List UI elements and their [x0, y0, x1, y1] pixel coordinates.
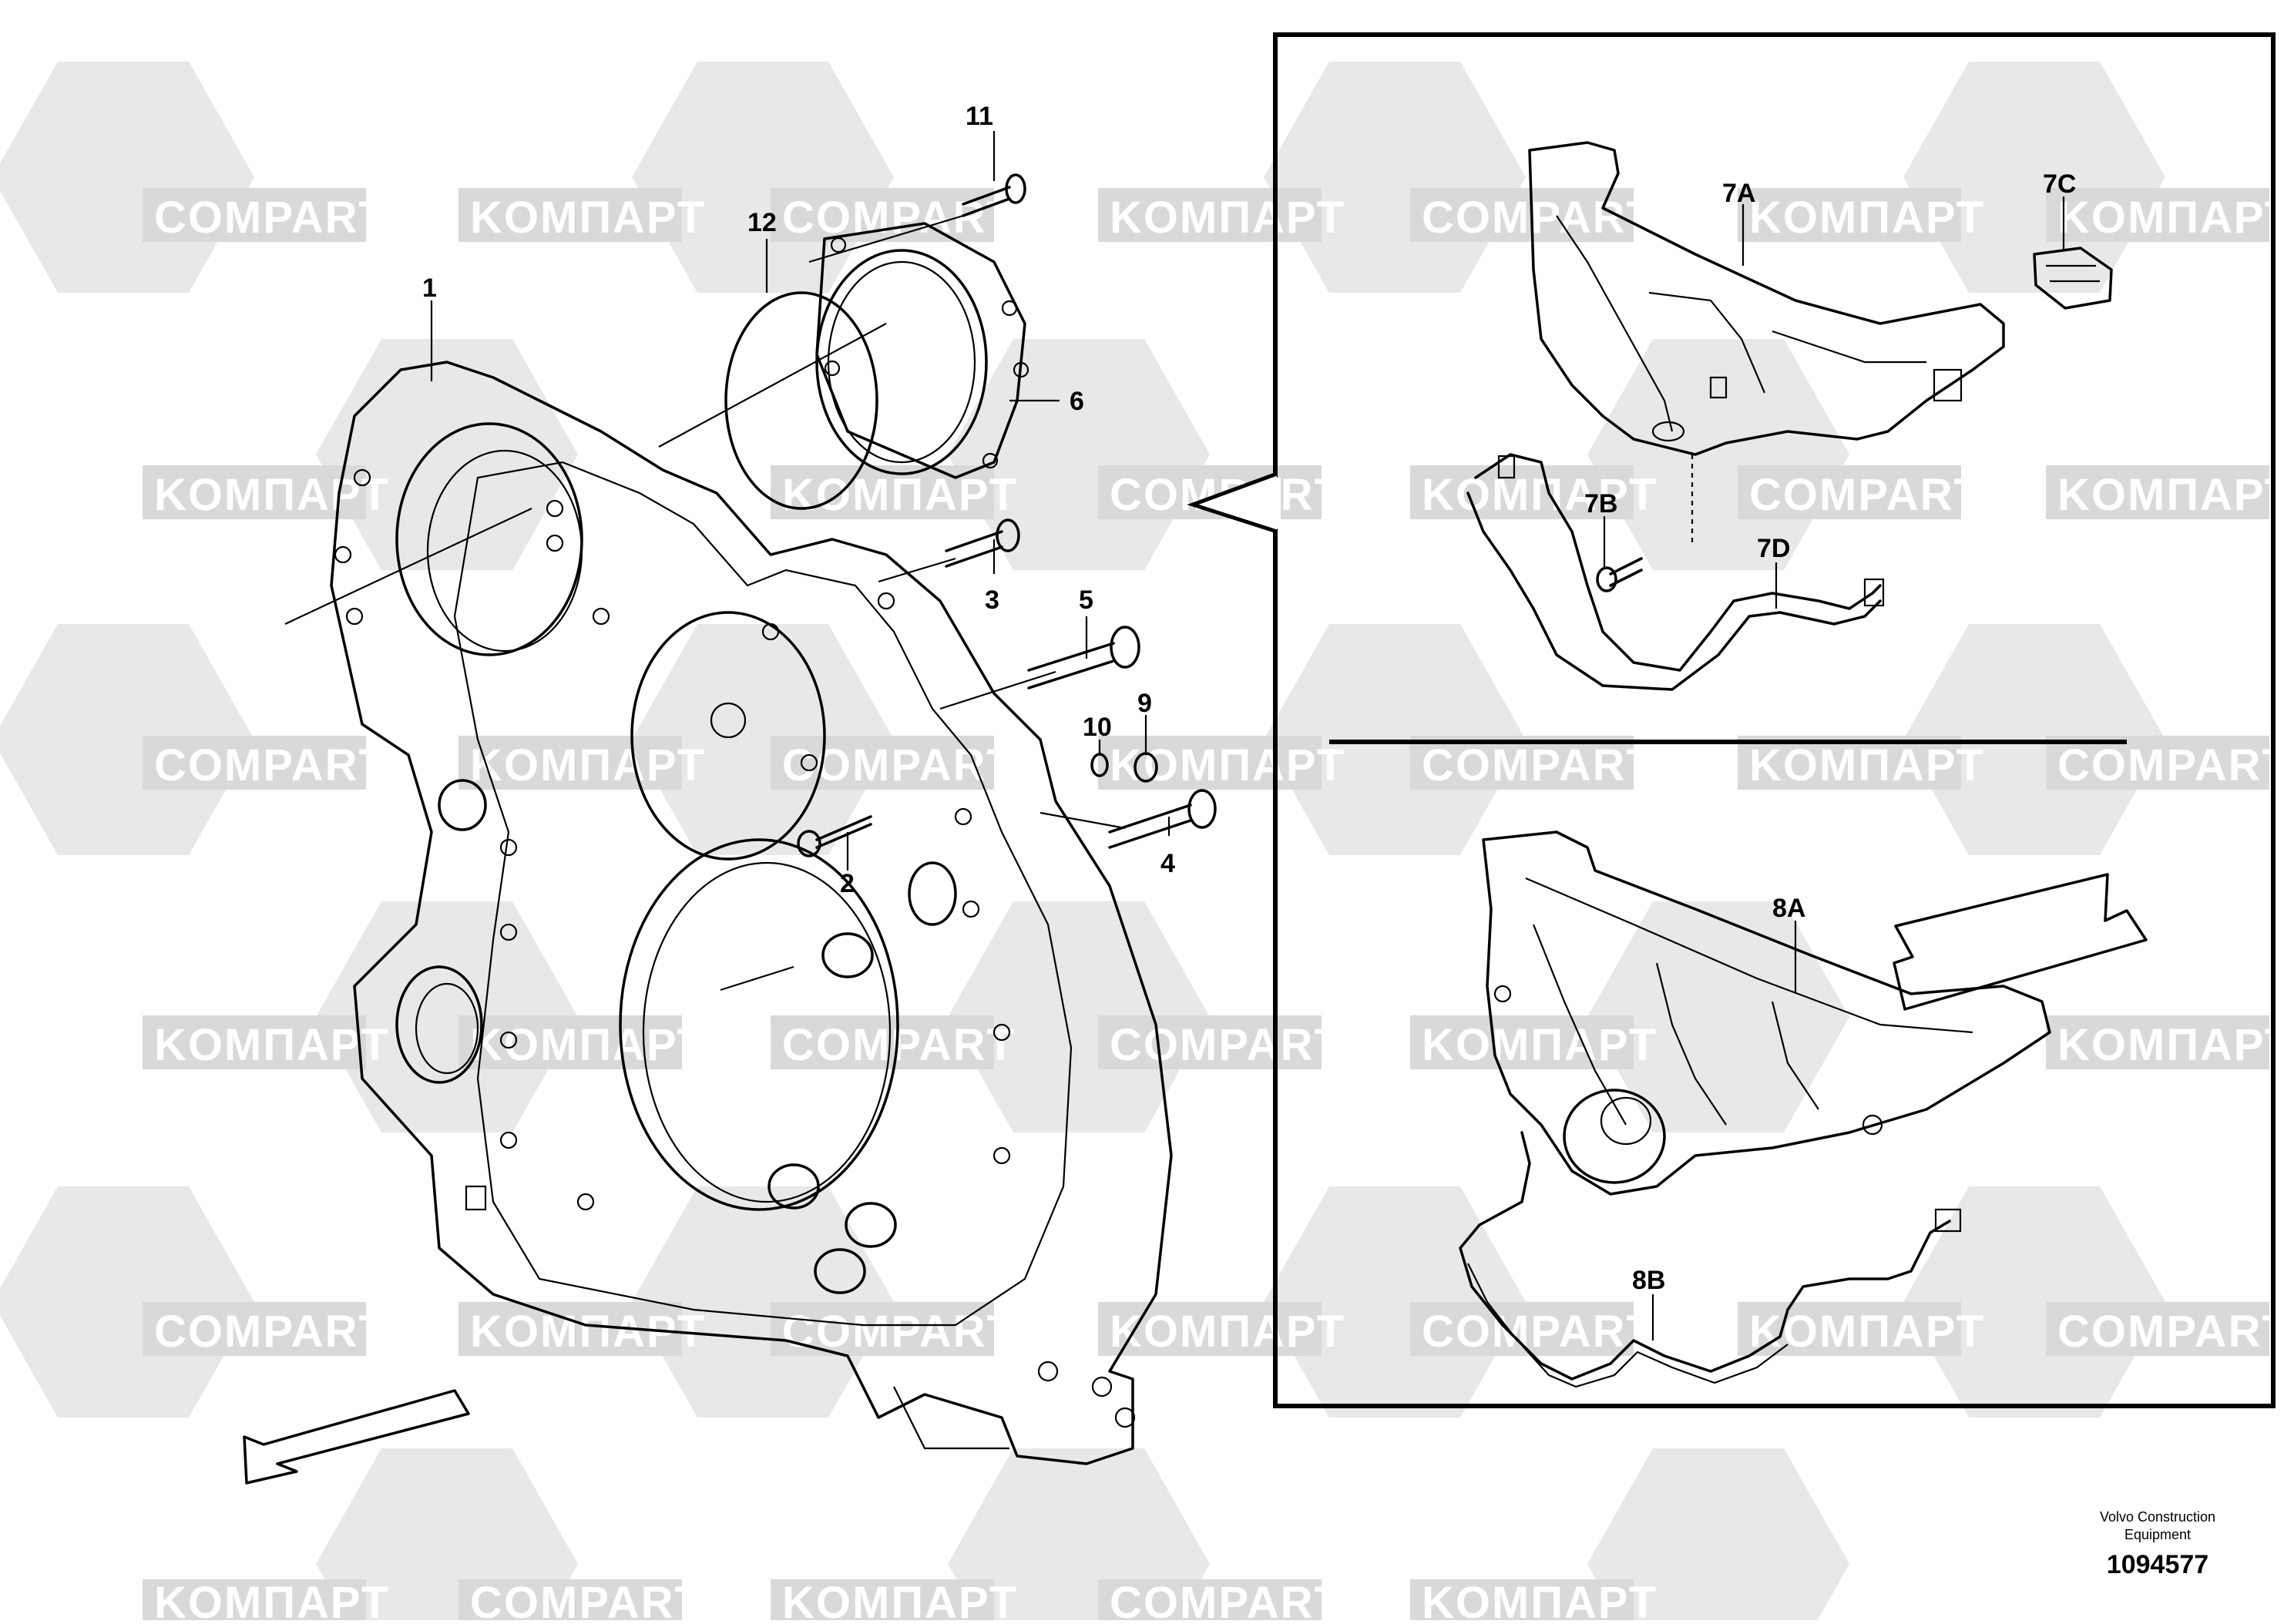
watermark-label: COMPART	[1110, 1020, 1343, 1070]
watermark-label: KOMПАРТ	[1422, 1020, 1658, 1070]
o-ring-part-12	[724, 291, 878, 510]
watermark-label: KOMПАРТ	[1749, 1307, 1985, 1357]
document-number: 1094577	[2107, 1550, 2208, 1579]
watermark-label: KOMПАРТ	[470, 1020, 706, 1070]
watermark-label: COMPART	[1110, 1578, 1343, 1620]
watermark-label: COMPART	[154, 1307, 388, 1357]
company-name-line2: Equipment	[2124, 1527, 2191, 1542]
bolt-part-11	[962, 173, 1026, 217]
front-direction-arrow	[243, 1389, 470, 1485]
watermark-label: KOMПАРТ	[154, 470, 390, 520]
watermark-label: KOMПАРТ	[2057, 193, 2293, 243]
leader-lines-inset-upper	[1603, 196, 2065, 609]
callout-2: 2	[840, 869, 855, 898]
company-name-line1: Volvo Construction	[2100, 1509, 2215, 1525]
footer-credit: Volvo Construction Equipment 1094577	[2100, 1509, 2215, 1579]
callout-7C: 7C	[2043, 169, 2076, 199]
callout-5: 5	[1079, 586, 1093, 615]
callout-12: 12	[747, 208, 777, 237]
watermark-label: KOMПАРТ	[2057, 1020, 2293, 1070]
bolt-part-5	[1027, 626, 1140, 690]
bolt-part-3	[945, 518, 1020, 568]
watermark-label: COMPART	[1422, 1307, 1655, 1357]
watermark-label: COMPART	[1422, 740, 1655, 790]
leader-lines-inset-lower	[1651, 921, 1797, 1340]
callout-10: 10	[1083, 713, 1112, 742]
watermark-label: COMPART	[1749, 470, 1983, 520]
callout-4: 4	[1160, 849, 1175, 878]
inset-direction-arrow	[1893, 873, 2148, 1011]
watermark-label: KOMПАРТ	[782, 470, 1018, 520]
callout-7B: 7B	[1584, 489, 1617, 518]
callout-7A: 7A	[1722, 179, 1755, 208]
harness-part-8B	[1459, 1131, 1962, 1388]
bracket-part-7A	[1528, 141, 2005, 456]
cover-plate-part-6	[815, 222, 1029, 479]
watermark-label: KOMПАРТ	[2057, 470, 2293, 520]
callout-9: 9	[1137, 689, 1152, 718]
callout-3: 3	[985, 586, 999, 615]
callout-1: 1	[422, 273, 437, 303]
watermark-label: COMPART	[154, 193, 388, 243]
watermark-label: KOMПАРТ	[470, 740, 706, 790]
watermark-label: COMPART	[2057, 740, 2291, 790]
callout-7D: 7D	[1757, 534, 1790, 563]
bolt-part-4	[1108, 789, 1217, 849]
watermark-label: KOMПАРТ	[782, 1578, 1018, 1620]
detail-inset	[1187, 32, 2276, 1408]
timing-cover-part-1	[330, 361, 1173, 1465]
callout-8A: 8A	[1772, 894, 1805, 923]
callout-6: 6	[1070, 387, 1084, 416]
watermark-layer: COMPART KOMПАРТ COMPART KOMПАРТ COMPART …	[0, 62, 2293, 1624]
bolt-part-7B	[1596, 557, 1643, 592]
watermark-label: KOMПАРТ	[1422, 1578, 1658, 1620]
callout-11: 11	[966, 102, 993, 131]
callout-8B: 8B	[1632, 1266, 1665, 1295]
watermark-label: KOMПАРТ	[470, 193, 706, 243]
harness-part-7D	[1466, 453, 1885, 691]
watermark-label: COMPART	[1422, 193, 1655, 243]
watermark-label: COMPART	[154, 740, 388, 790]
bracket-part-8A	[1482, 830, 2051, 1196]
watermark-label: KOMПАРТ	[1749, 740, 1985, 790]
watermark-label: KOMПАРТ	[1110, 1307, 1345, 1357]
watermark-label: KOMПАРТ	[1422, 470, 1658, 520]
leader-lines-main	[284, 131, 1171, 992]
watermark-label: KOMПАРТ	[1110, 193, 1345, 243]
watermark-label: COMPART	[470, 1578, 704, 1620]
cover-bolt-holes	[334, 468, 1136, 1428]
connector-part-7C	[2033, 247, 2113, 310]
watermark-label: KOMПАРТ	[154, 1578, 390, 1620]
watermark-label: KOMПАРТ	[154, 1020, 390, 1070]
watermark-label: KOMПАРТ	[1749, 193, 1985, 243]
watermark-label: COMPART	[2057, 1307, 2291, 1357]
stud-part-2	[797, 815, 872, 857]
